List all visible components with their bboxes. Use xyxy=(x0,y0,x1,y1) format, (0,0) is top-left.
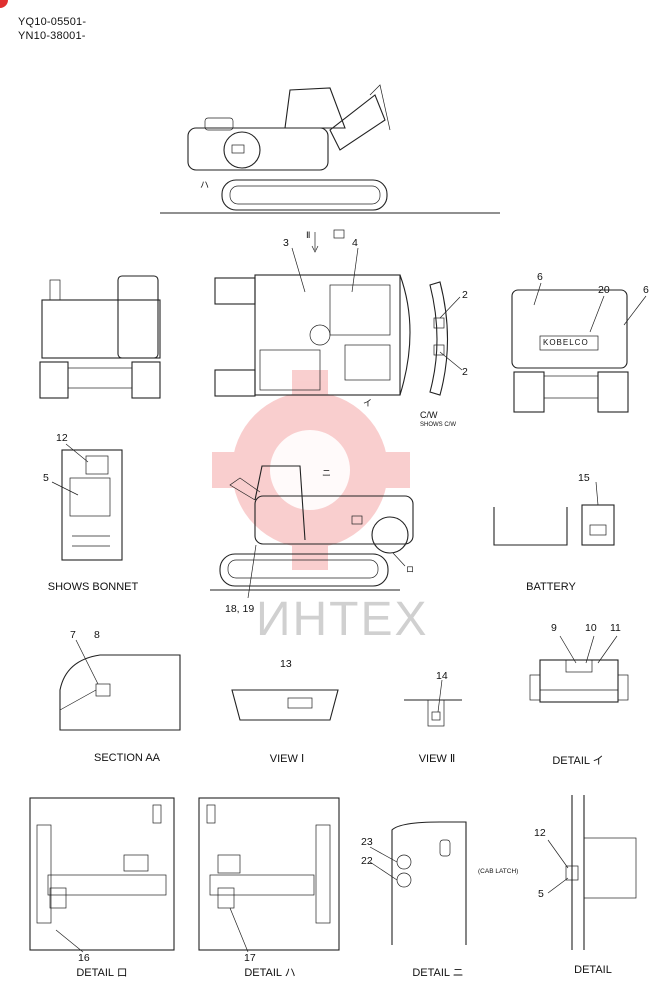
callout-13: 13 xyxy=(280,658,292,670)
callout-8: 8 xyxy=(94,629,100,641)
callout-ha: ハ xyxy=(200,180,210,190)
cw-sub-label: SHOWS C/W xyxy=(420,422,456,428)
detail-i-frame xyxy=(529,659,629,703)
caption-detail-ha: DETAIL ハ xyxy=(244,967,296,979)
callout-14: 14 xyxy=(436,670,448,682)
callout-2-top: 2 xyxy=(462,289,468,301)
bonnet-view xyxy=(61,449,123,561)
serial-number-2: YN10-38001- xyxy=(18,30,86,42)
view-1-panel xyxy=(231,689,339,721)
caption-shows-bonnet: SHOWS BONNET xyxy=(47,581,139,593)
callout-9: 9 xyxy=(551,622,557,634)
watermark-text: ИНТЕХ xyxy=(256,593,429,646)
callout-6-left: 6 xyxy=(537,271,543,283)
excavator-rear-view-right xyxy=(511,289,629,413)
callout-12: 12 xyxy=(56,432,68,444)
detail-ha-panel xyxy=(198,797,340,951)
callout-6-right: 6 xyxy=(643,284,649,296)
detail-ni-door xyxy=(391,821,467,945)
caption-detail: DETAIL xyxy=(574,964,612,976)
callout-2-bottom: 2 xyxy=(462,366,468,378)
callout-i-top: イ xyxy=(363,398,373,408)
callout-18-19: 18, 19 xyxy=(225,603,255,615)
callout-12-detail: 12 xyxy=(534,827,546,839)
callout-5: 5 xyxy=(43,472,49,484)
caption-battery: BATTERY xyxy=(526,581,576,593)
corner-badge xyxy=(0,0,8,8)
callout-17: 17 xyxy=(244,952,256,964)
caption-detail-ni: DETAIL ニ xyxy=(412,967,464,979)
callout-ro: ロ xyxy=(406,565,414,574)
battery-view xyxy=(493,504,615,546)
callout-4: 4 xyxy=(352,237,358,249)
serial-number-1: YQ10-05501- xyxy=(18,16,87,28)
caption-view-1: VIEW Ⅰ xyxy=(269,753,305,765)
callout-22: 22 xyxy=(361,855,373,867)
caption-detail-i: DETAIL イ xyxy=(552,755,604,767)
caption-section-aa: SECTION AA xyxy=(93,752,161,764)
callout-20: 20 xyxy=(598,284,610,296)
leader-lines xyxy=(51,247,647,953)
section-aa-view xyxy=(59,639,181,731)
callout-16: 16 xyxy=(78,952,90,964)
callout-23: 23 xyxy=(361,836,373,848)
cab-latch-label: (CAB LATCH) xyxy=(478,868,519,875)
callout-3: 3 xyxy=(283,237,289,249)
callout-two-arrow: Ⅱ xyxy=(306,230,311,240)
callout-11: 11 xyxy=(610,622,621,634)
caption-view-2: VIEW Ⅱ xyxy=(418,753,456,765)
excavator-top-view xyxy=(214,229,448,397)
caption-detail-ro: DETAIL ロ xyxy=(76,967,128,979)
excavator-side-view-center xyxy=(210,465,414,591)
callout-15: 15 xyxy=(578,472,590,484)
detail-right-post xyxy=(565,795,637,950)
cw-label: C/W xyxy=(420,410,438,420)
callout-5-detail: 5 xyxy=(538,888,544,900)
excavator-rear-view xyxy=(39,275,161,399)
callout-ni: ニ xyxy=(322,468,332,478)
view-2-bracket xyxy=(404,699,462,727)
callout-10: 10 xyxy=(585,622,597,634)
detail-ro-panel xyxy=(29,797,175,951)
kobelco-logo: KOBELCO xyxy=(543,338,589,347)
excavator-side-view-top xyxy=(160,84,500,214)
callout-7: 7 xyxy=(70,629,76,641)
